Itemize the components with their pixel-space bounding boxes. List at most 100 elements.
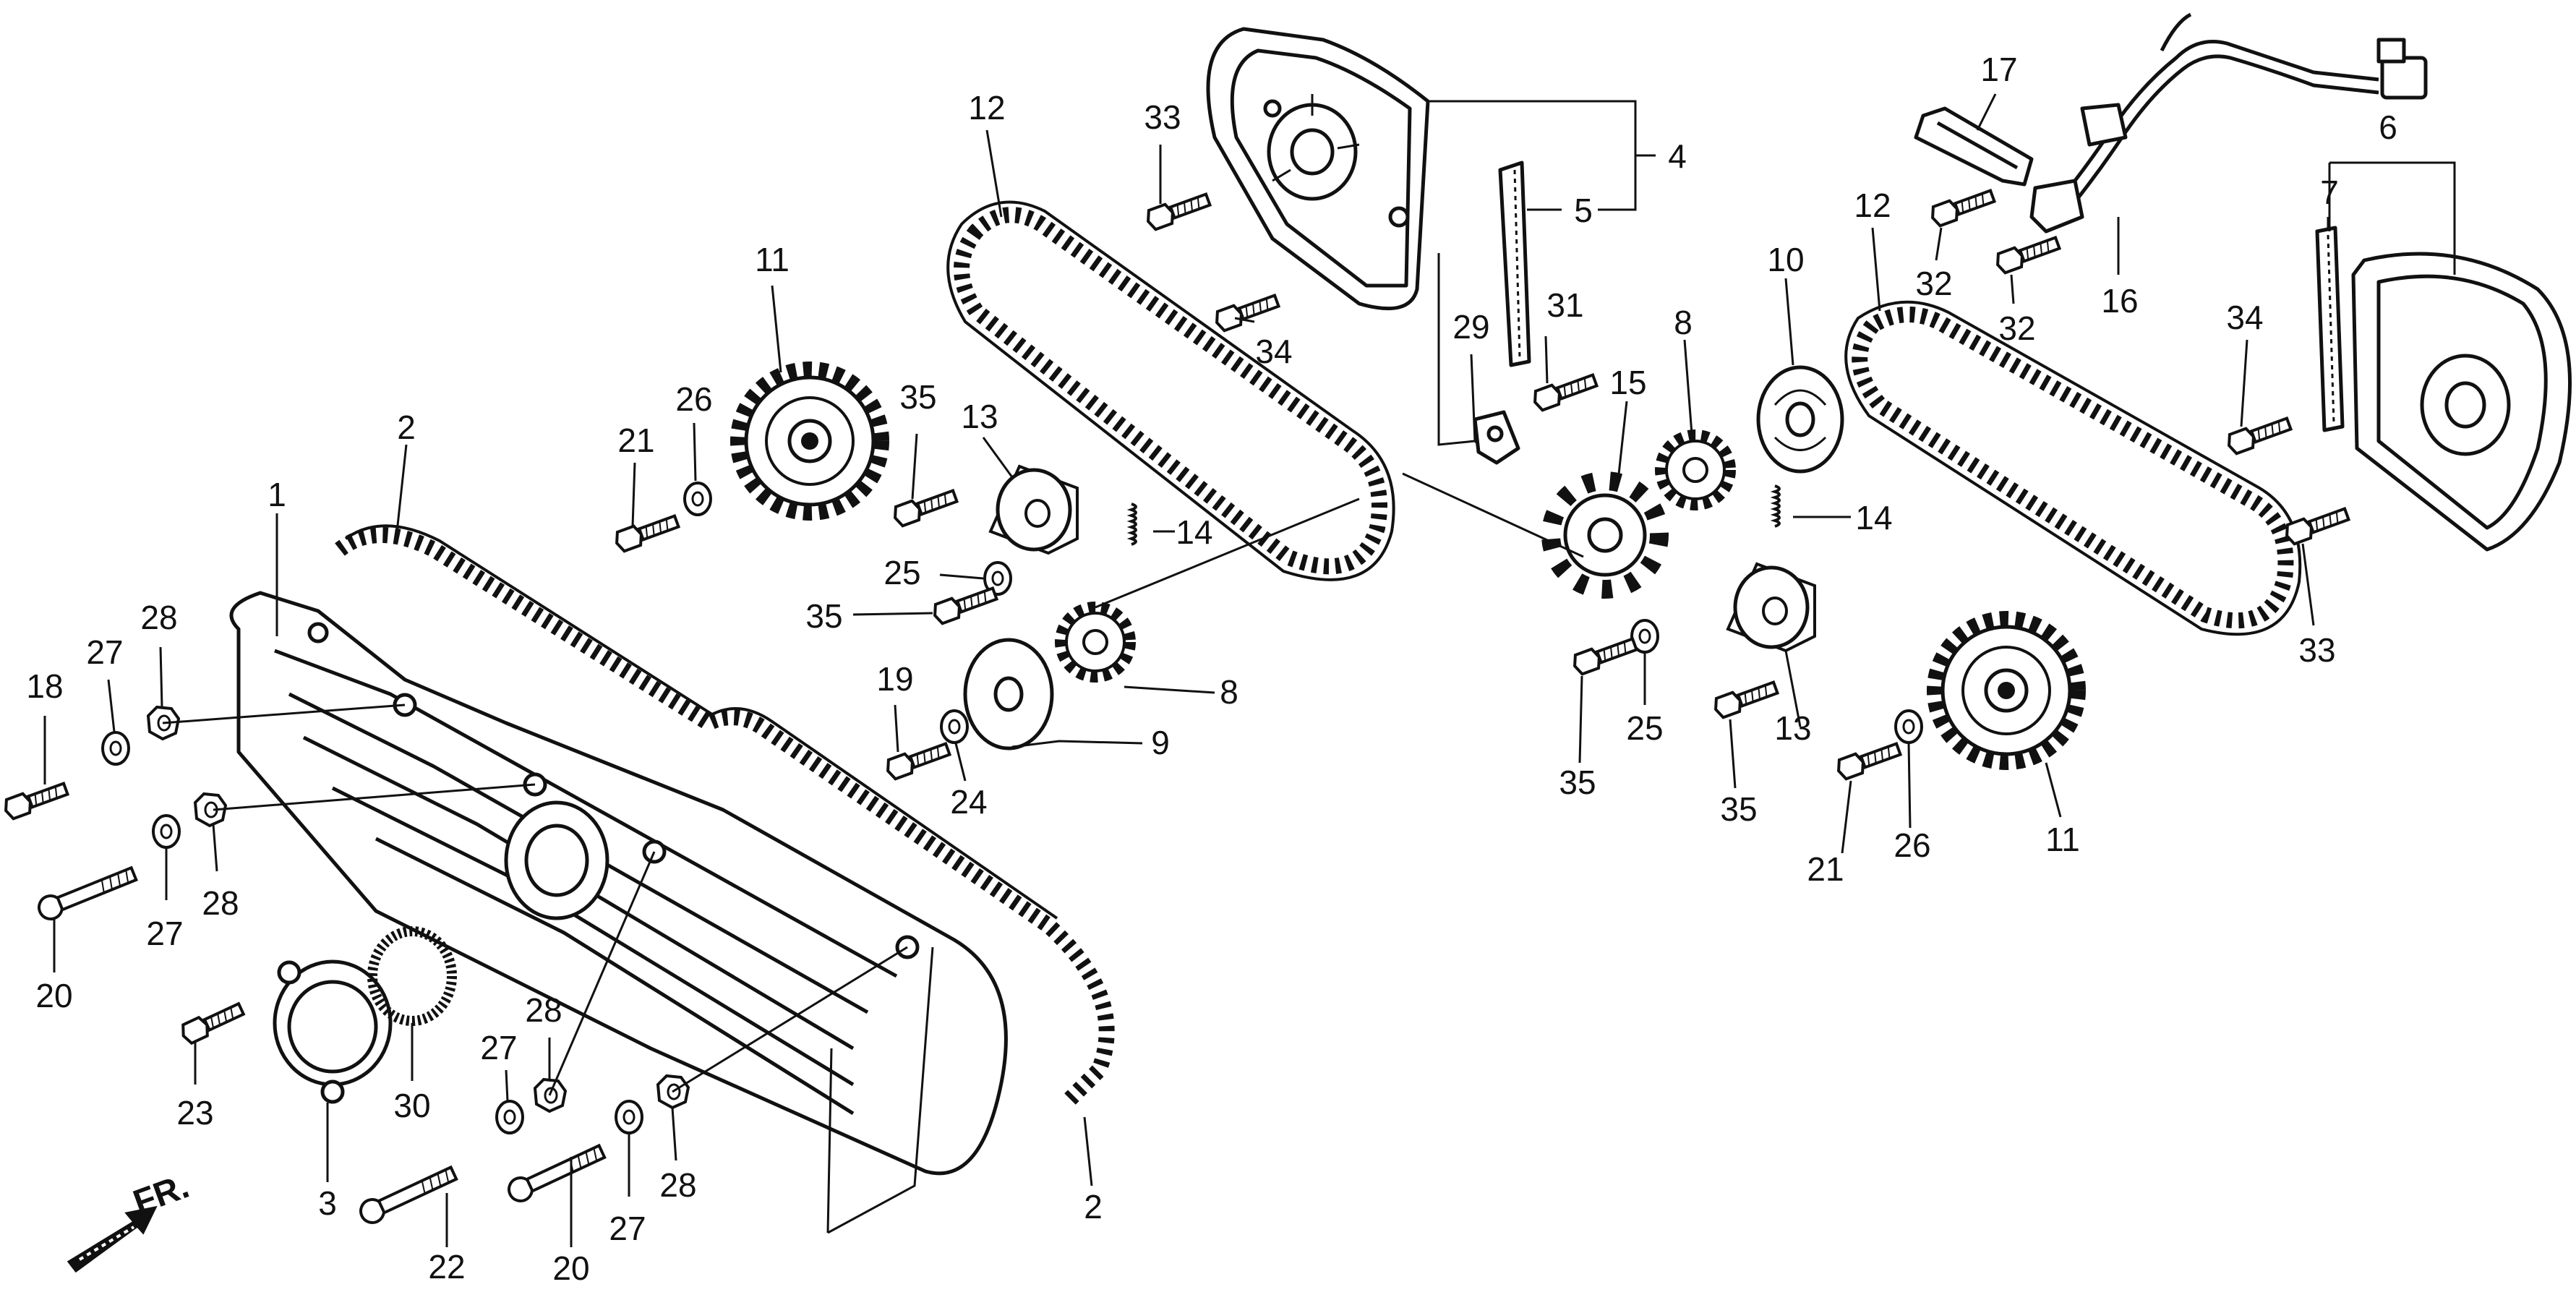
callout-14: 14 — [1855, 499, 1892, 536]
bolt-18 — [1, 777, 71, 822]
callout-21: 21 — [1807, 850, 1844, 888]
bolt-35-b — [930, 582, 1000, 627]
washer-27-mid — [152, 814, 181, 849]
callout-12: 12 — [968, 89, 1005, 127]
callout-1: 1 — [268, 476, 286, 513]
callout-5: 5 — [1574, 192, 1593, 229]
guide-plate-10 — [1756, 365, 1844, 474]
harness-connector — [2380, 56, 2428, 100]
callout-35: 35 — [899, 378, 936, 416]
callout-14: 14 — [1176, 513, 1212, 551]
upper-back-cover-right — [2351, 252, 2572, 552]
cover-seal-7 — [2315, 226, 2345, 432]
washer-26-left — [683, 482, 712, 516]
callout-19: 19 — [876, 660, 913, 698]
callout-27: 27 — [86, 633, 123, 671]
callout-17: 17 — [1980, 51, 2017, 88]
bolt-22 — [355, 1161, 461, 1228]
cam-pulley-11-right — [1934, 618, 2079, 763]
timing-belt-left — [946, 200, 1395, 581]
sensor-body — [2029, 179, 2084, 234]
callout-2: 2 — [397, 409, 416, 446]
callout-24: 24 — [950, 783, 987, 821]
bolt-21-left — [612, 510, 682, 555]
bolt-23 — [177, 998, 247, 1047]
callout-11: 11 — [2045, 821, 2080, 858]
bolt-33-left — [1143, 188, 1213, 233]
callout-11: 11 — [755, 241, 790, 278]
callout-34: 34 — [1255, 333, 1292, 370]
front-direction-arrow: FR. — [67, 1167, 194, 1273]
washer-27-lower-left — [495, 1100, 524, 1134]
washer-24 — [940, 709, 969, 744]
callout-18: 18 — [26, 667, 63, 705]
washer-27-lower-right — [615, 1100, 643, 1134]
bolt-34-right — [2224, 412, 2294, 457]
callout-35: 35 — [1720, 790, 1757, 828]
callout-4: 4 — [1668, 137, 1687, 175]
callout-28: 28 — [202, 884, 239, 922]
callout-34: 34 — [2226, 299, 2263, 336]
bolt-33-right — [2282, 503, 2352, 547]
callout-30: 30 — [393, 1087, 430, 1124]
callout-20: 20 — [552, 1249, 589, 1287]
callout-32: 32 — [1998, 309, 2035, 347]
callout-3: 3 — [318, 1184, 337, 1222]
cover-seal-5 — [1498, 161, 1531, 367]
upper-back-cover-left — [1206, 27, 1430, 311]
guide-plate-9 — [963, 638, 1054, 751]
cap-o-ring — [367, 926, 457, 1026]
cam-pulley-11-left — [737, 369, 882, 513]
harness-clip-17 — [1914, 106, 2034, 187]
callout-35: 35 — [805, 597, 842, 635]
spring-14-left — [1130, 503, 1137, 546]
callout-labels: 1 2 2 3 4 5 6 7 8 8 9 10 11 11 12 12 13 … — [26, 51, 2397, 1287]
crank-pulley-15 — [1541, 471, 1669, 599]
callout-8: 8 — [1220, 673, 1238, 711]
callout-29: 29 — [1452, 308, 1489, 346]
front-marker-label: FR. — [129, 1167, 194, 1222]
washer-27-upper — [101, 731, 130, 766]
callout-6: 6 — [2379, 108, 2397, 146]
callout-32: 32 — [1915, 265, 1952, 302]
callout-2: 2 — [1084, 1188, 1103, 1226]
bolt-31 — [1530, 369, 1600, 414]
cover-gasket — [335, 524, 1115, 1105]
lower-timing-cover — [229, 591, 1008, 1176]
leader-lines — [43, 93, 2456, 1247]
drive-pulley-8-left — [1061, 607, 1130, 677]
callout-26: 26 — [1894, 826, 1930, 864]
callout-13: 13 — [961, 398, 998, 435]
callout-20: 20 — [35, 977, 72, 1014]
callout-8: 8 — [1674, 304, 1693, 341]
callout-27: 27 — [609, 1210, 646, 1247]
callout-27: 27 — [146, 915, 183, 952]
callout-21: 21 — [617, 422, 654, 459]
callout-28: 28 — [659, 1166, 696, 1204]
bolt-35-c — [1570, 633, 1640, 677]
callout-7: 7 — [2320, 174, 2339, 211]
callout-26: 26 — [675, 380, 712, 418]
bolt-21-right — [1833, 737, 1904, 782]
callout-33: 33 — [2298, 631, 2335, 669]
bolt-19 — [883, 737, 953, 782]
tensioner-13-right — [1728, 564, 1815, 651]
callout-16: 16 — [2101, 282, 2138, 320]
callout-10: 10 — [1767, 241, 1804, 278]
inspection-cap — [273, 959, 393, 1104]
callout-12: 12 — [1854, 187, 1891, 224]
callout-23: 23 — [176, 1094, 213, 1132]
sensor-harness-16 — [2029, 12, 2428, 234]
bracket-29 — [1473, 410, 1520, 465]
bolt-32-a — [1927, 184, 1998, 229]
bolt-34-left — [1212, 289, 1282, 334]
bolt-35-d — [1711, 676, 1781, 721]
callout-13: 13 — [1774, 709, 1811, 747]
bolt-20-upper — [34, 861, 140, 924]
bolt-20-lower — [503, 1139, 609, 1207]
callout-25: 25 — [1626, 709, 1663, 747]
bolt-35-a — [890, 484, 960, 529]
callout-28: 28 — [525, 991, 562, 1029]
